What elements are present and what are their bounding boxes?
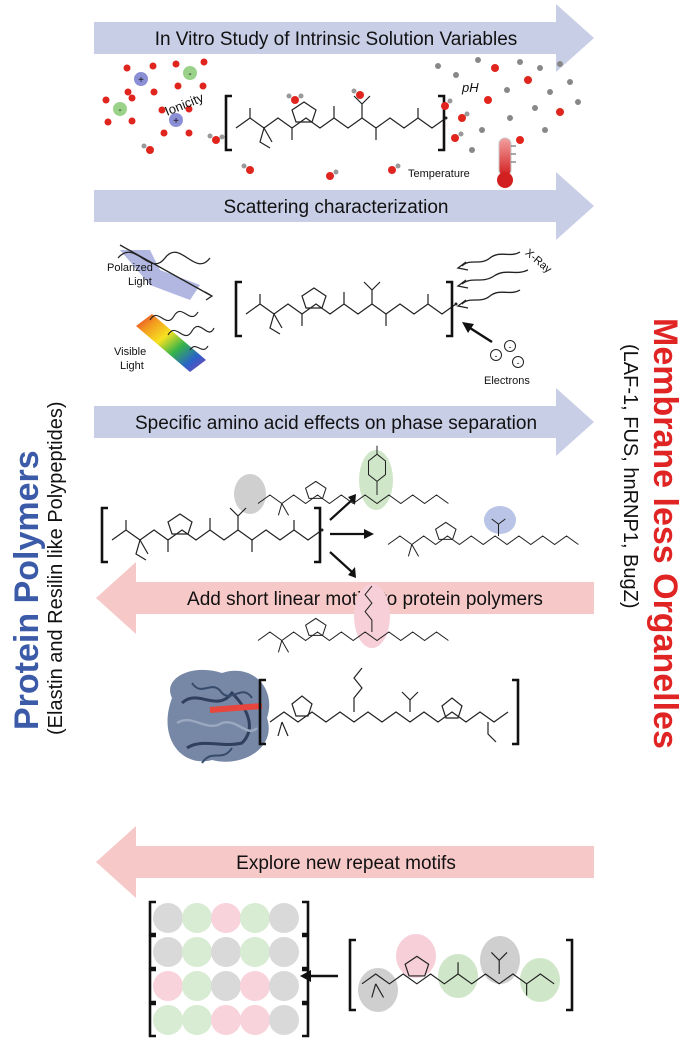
svg-text:+: +	[138, 75, 144, 86]
svg-text:-: -	[188, 69, 191, 80]
repeat-residue-circle	[269, 937, 299, 967]
svg-text:-: -	[118, 105, 121, 116]
repeat-residue-circle	[211, 937, 241, 967]
repeat-residue-circle	[240, 937, 270, 967]
visible-label: Visible	[114, 346, 146, 358]
arrow-label-scattering: Scattering characterization	[224, 197, 449, 218]
repeat-residue-circle	[182, 1005, 212, 1035]
repeat-row-bracket-left	[148, 900, 156, 936]
repeat-residue-circle	[269, 971, 299, 1001]
arrow-scattering: Scattering characterization	[94, 172, 594, 240]
arrow-label-in-vitro: In Vitro Study of Intrinsic Solution Var…	[155, 29, 518, 50]
repeat-row-bracket-left	[148, 1002, 156, 1038]
arrow-label-amino-acid: Specific amino acid effects on phase sep…	[135, 413, 537, 434]
highlight-middle-variant	[484, 506, 516, 534]
repeat-residue-circle	[240, 1005, 270, 1035]
repeat-residue-circle	[182, 937, 212, 967]
panel-amino-acid	[100, 445, 579, 653]
repeat-residue-circle	[269, 1005, 299, 1035]
repeat-residue-circle	[153, 937, 183, 967]
repeat-residue-circle	[240, 903, 270, 933]
motif-red-linker	[209, 703, 263, 713]
residue-glycine-1	[438, 954, 478, 998]
protein-structure-icon	[166, 668, 271, 765]
left-side-subtitle: (Elastin and Resilin like Polypeptides)	[45, 402, 67, 736]
repeat-residue-circle	[269, 903, 299, 933]
repeat-residue-circle	[182, 903, 212, 933]
repeat-row-bracket-right	[302, 1002, 310, 1038]
right-side-title: Membrane less Organelles	[646, 318, 684, 749]
arrow-slim: Add short linear motifs to protein polym…	[96, 562, 594, 634]
xray-icon	[456, 251, 529, 309]
repeat-row-bracket-left	[148, 934, 156, 970]
ion-cluster: + - - +	[102, 58, 208, 137]
electrons-icon: - - -	[462, 322, 524, 368]
visible-light-icon	[136, 310, 215, 372]
arrow-repeat-motifs: Explore new repeat motifs	[96, 826, 594, 898]
repeat-grid	[148, 900, 310, 1038]
polarized-light-label: Light	[128, 276, 152, 288]
residue-proline	[396, 934, 436, 978]
svg-text:+: +	[173, 116, 179, 127]
ionicity-label: Ionicity	[163, 90, 207, 119]
repeat-row-bracket-right	[302, 900, 310, 936]
svg-text:-: -	[517, 358, 520, 368]
repeat-residue-circle	[211, 903, 241, 933]
left-side-title: Protein Polymers	[8, 450, 46, 730]
svg-text:-: -	[509, 342, 512, 352]
repeat-row-bracket-right	[302, 968, 310, 1004]
panel-solution-variables: + - - + Ionicity	[102, 57, 581, 188]
visible-light-label: Light	[120, 360, 144, 372]
repeat-residue-circle	[182, 971, 212, 1001]
highlight-valine-base	[234, 474, 266, 514]
panel-slim	[166, 667, 520, 765]
repeat-residue-circle	[211, 1005, 241, 1035]
panel-scattering: Polarized Light Visible Light X-Ray	[107, 244, 555, 387]
repeat-residue-circle	[211, 971, 241, 1001]
svg-text:-: -	[495, 351, 498, 361]
residue-valine-1	[358, 968, 398, 1012]
panel-repeat-motifs	[148, 900, 574, 1038]
repeat-residue-circle	[153, 903, 183, 933]
thermometer-icon	[497, 137, 516, 188]
arrow-label-repeat-motifs: Explore new repeat motifs	[236, 853, 456, 874]
repeat-row-bracket-right	[302, 934, 310, 970]
water-molecules	[141, 57, 581, 180]
arrow-in-vitro: In Vitro Study of Intrinsic Solution Var…	[94, 4, 594, 72]
repeat-residue-circle	[153, 1005, 183, 1035]
repeat-row-bracket-left	[148, 968, 156, 1004]
highlight-arginine	[354, 584, 390, 648]
temperature-label: Temperature	[408, 168, 470, 180]
arrow-amino-acid: Specific amino acid effects on phase sep…	[94, 388, 594, 456]
right-side-subtitle: (LAF-1, FUS, hnRNP1, BugZ)	[619, 344, 641, 609]
residue-glycine-2	[520, 958, 560, 1002]
electrons-label: Electrons	[484, 375, 530, 387]
repeat-residue-circle	[153, 971, 183, 1001]
ph-label: pH	[461, 80, 479, 95]
polarized-label: Polarized	[107, 262, 153, 274]
polarized-light-icon	[117, 244, 214, 301]
repeat-residue-circle	[240, 971, 270, 1001]
xray-label: X-Ray	[523, 247, 555, 276]
